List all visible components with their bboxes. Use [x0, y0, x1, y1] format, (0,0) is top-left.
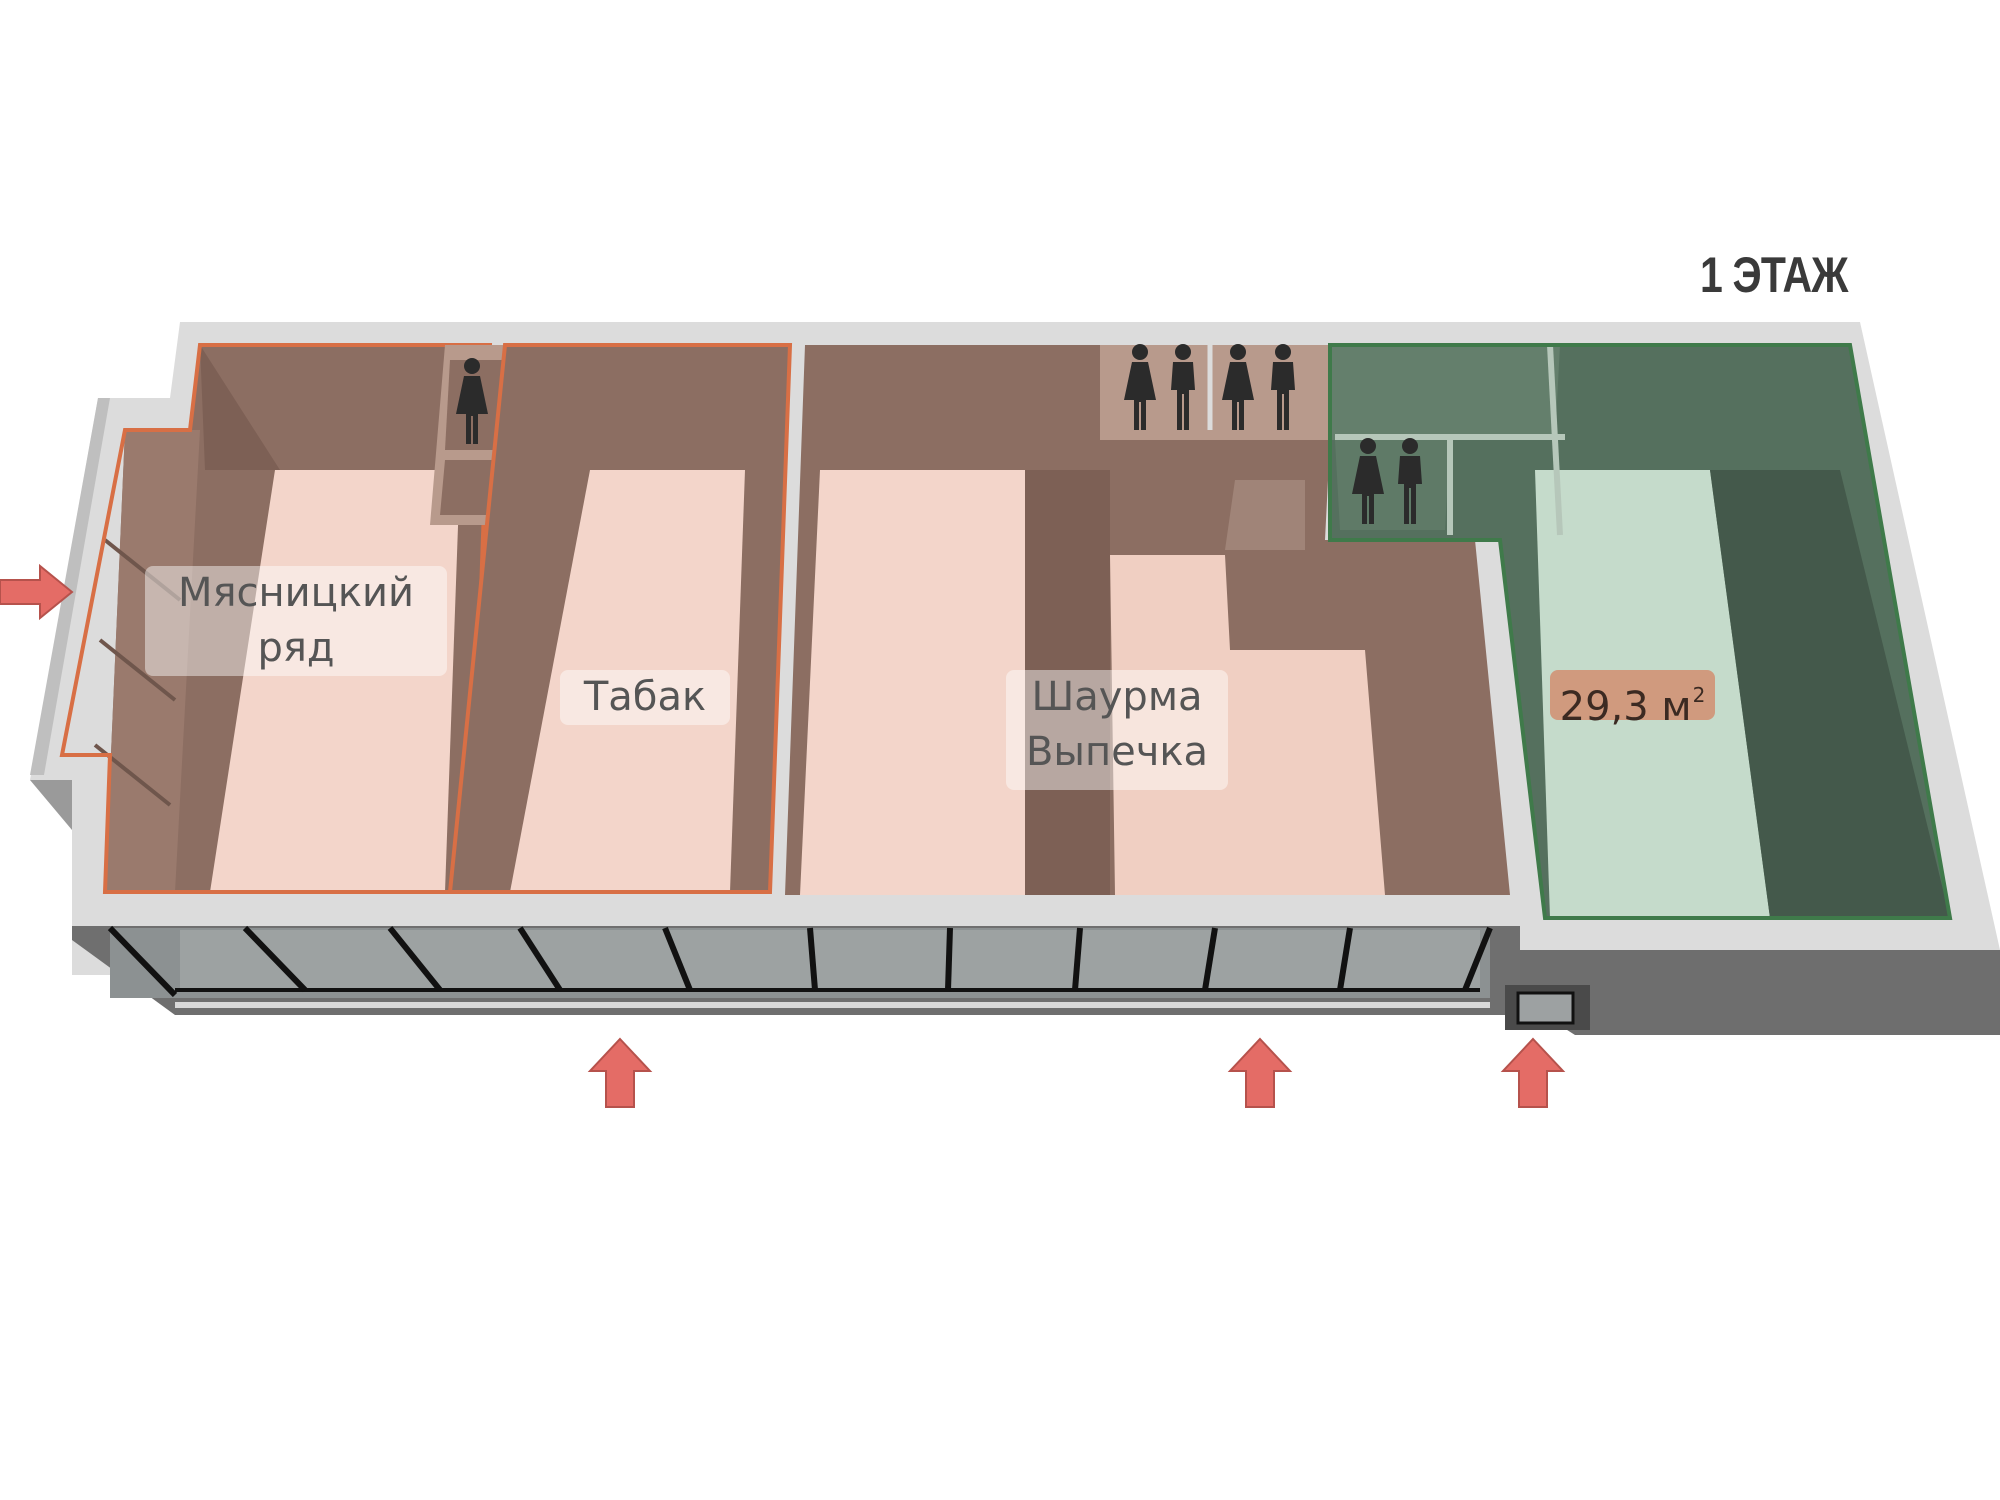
room-shawarma[interactable]: [785, 345, 1510, 895]
room-label-tobacco: Табак: [560, 670, 730, 725]
room-label-meat: Мясницкий ряд: [145, 566, 447, 676]
area-unit-power: 2: [1692, 683, 1706, 707]
storefront-glazing: [107, 925, 1590, 1030]
room-label-line: Табак: [583, 674, 707, 720]
entrance-arrow-icon: [1229, 1038, 1291, 1108]
room-label-line: Мясницкий: [177, 570, 415, 616]
restroom-block-2: [1124, 344, 1295, 430]
entrance-arrows: [0, 563, 1564, 1108]
room-label-line: Шаурма: [1031, 674, 1203, 720]
floor-title: 1 ЭТАЖ: [1700, 247, 1848, 303]
entrance-arrow-icon: [0, 563, 74, 621]
area-value: 29,3 м: [1559, 684, 1692, 730]
entrance-arrow-icon: [1502, 1038, 1564, 1108]
room-label-shawarma: Шаурма Выпечка: [1006, 670, 1228, 790]
area-badge: 29,3 м2: [1550, 670, 1715, 730]
room-meat[interactable]: [59, 343, 493, 894]
room-label-line: Выпечка: [1025, 729, 1209, 775]
room-available[interactable]: [1328, 343, 1953, 920]
room-tobacco[interactable]: [447, 343, 793, 894]
entrance-arrow-icon: [589, 1038, 651, 1108]
room-label-line: ряд: [257, 625, 335, 671]
